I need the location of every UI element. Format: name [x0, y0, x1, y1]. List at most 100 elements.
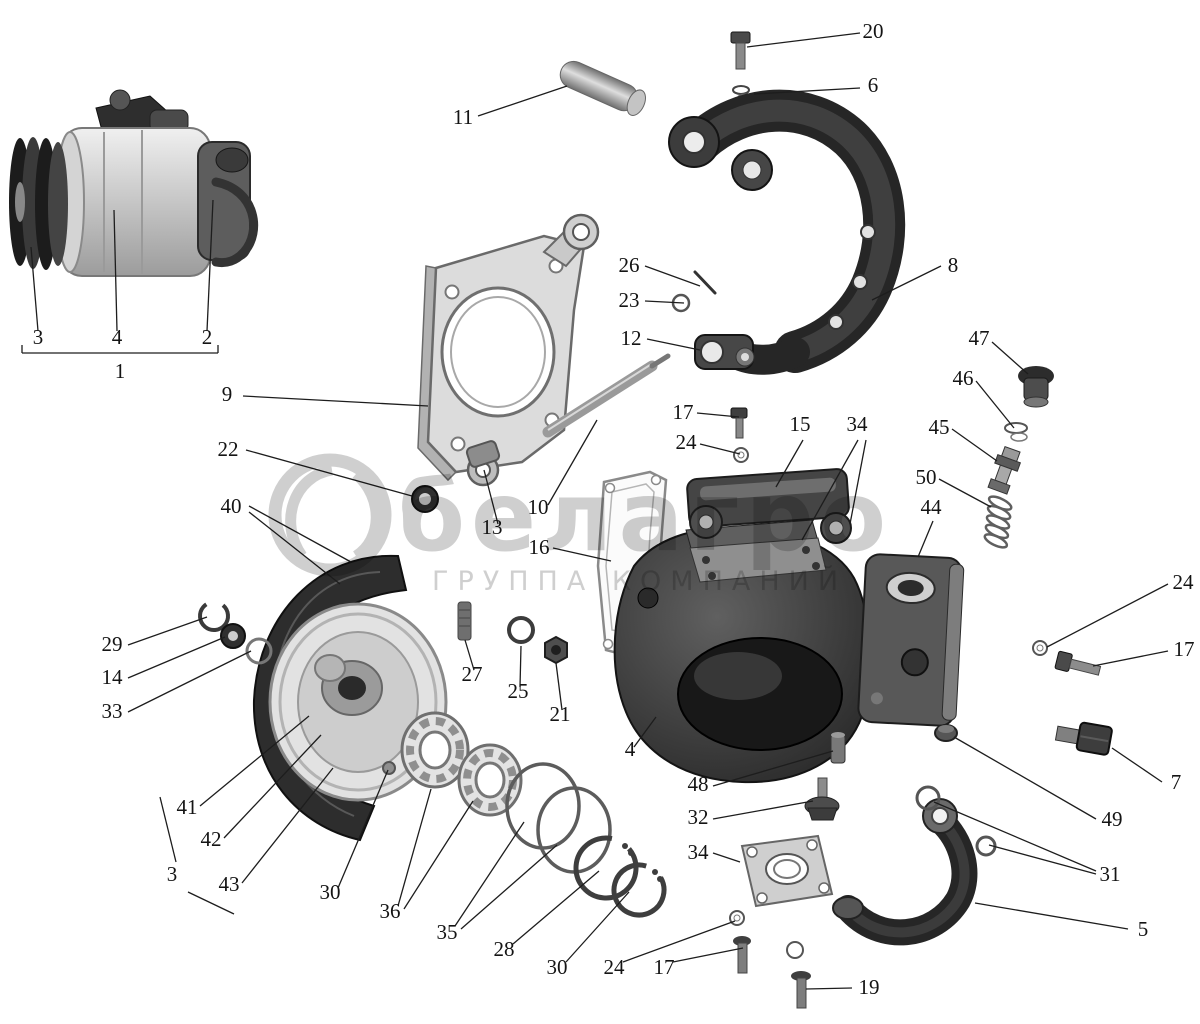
watermark-swirl-ring-icon	[268, 453, 392, 577]
bolt-19	[791, 971, 811, 1009]
callout-inset-3: 3	[33, 325, 44, 349]
callout-24-upper: 24	[676, 430, 698, 454]
assembled-unit-inset	[9, 89, 259, 277]
callout-34-top: 34	[847, 412, 869, 436]
callout-14: 14	[102, 665, 124, 689]
callout-17-upper: 17	[673, 400, 694, 424]
bolt-17-bottom	[733, 936, 751, 974]
bracket-plate-9	[417, 213, 600, 487]
collar-14	[220, 623, 246, 649]
callout-33: 33	[102, 699, 123, 723]
callout-12: 12	[621, 326, 642, 350]
callout-15: 15	[790, 412, 811, 436]
callout-40: 40	[221, 494, 242, 518]
callout-9: 9	[222, 382, 233, 406]
callout-8: 8	[948, 253, 959, 277]
sleeve-48	[830, 732, 846, 764]
callout-23: 23	[619, 288, 640, 312]
callout-20: 20	[863, 19, 884, 43]
callout-31: 31	[1100, 862, 1121, 886]
callout-27: 27	[462, 662, 483, 686]
callout-49: 49	[1102, 807, 1123, 831]
callout-32: 32	[688, 805, 709, 829]
washer-24-upper	[733, 447, 749, 463]
callout-inset-1: 1	[115, 359, 126, 383]
callout-13: 13	[482, 515, 503, 539]
callout-45: 45	[929, 415, 950, 439]
callout-41: 41	[177, 795, 198, 819]
callout-11: 11	[453, 105, 473, 129]
valve-32	[804, 777, 840, 821]
callout-6: 6	[868, 73, 879, 97]
bolt-17-right	[1054, 650, 1102, 676]
callout-50: 50	[916, 465, 937, 489]
callout-19: 19	[859, 975, 880, 999]
rod-10	[542, 353, 671, 438]
bolt-20	[730, 31, 751, 70]
callout-inset-4: 4	[112, 325, 123, 349]
callout-22: 22	[218, 437, 239, 461]
top-bracket-15	[686, 468, 852, 544]
leader-lines	[21, 32, 1169, 990]
lug-12	[694, 334, 755, 370]
callout-17-bottom: 17	[654, 955, 675, 979]
callout-43: 43	[219, 872, 240, 896]
callout-29: 29	[102, 632, 123, 656]
callout-26: 26	[619, 253, 640, 277]
callout-17-right: 17	[1174, 637, 1195, 661]
callout-36: 36	[380, 899, 401, 923]
mounting-bracket-8	[668, 89, 906, 375]
watermark-subtitle: ГРУППА КОМПАНИЙ	[432, 565, 847, 597]
washer-19-upper	[786, 941, 804, 959]
snap-ring-28	[573, 835, 639, 901]
plug-49	[934, 724, 958, 742]
callout-16: 16	[529, 535, 550, 559]
callout-labels: 3 4 2 1 20 6 11 26 23 12 8 9 47 46 45 50…	[33, 19, 1195, 999]
bearing-36-a	[400, 711, 470, 789]
washer-46	[1004, 422, 1028, 442]
snap-ring-30	[611, 862, 667, 918]
callout-28: 28	[494, 937, 515, 961]
valve-45	[987, 445, 1022, 495]
callout-inset-2: 2	[202, 325, 213, 349]
key-30	[382, 761, 396, 775]
bushing-22	[411, 485, 439, 513]
ring-25	[507, 616, 535, 644]
snap-ring-29	[198, 600, 230, 632]
roller-13	[465, 440, 501, 468]
elbow-pipe-5	[832, 798, 978, 946]
callout-30-b: 30	[547, 955, 568, 979]
washer-24-bottom	[729, 910, 745, 926]
callout-24-right: 24	[1173, 570, 1195, 594]
callout-25: 25	[508, 679, 529, 703]
callout-48: 48	[688, 772, 709, 796]
watermark: белагро ГРУППА КОМПАНИЙ	[268, 453, 892, 597]
pin-11	[559, 60, 646, 116]
callout-35: 35	[437, 920, 458, 944]
callout-3-group: 3	[167, 862, 178, 886]
callout-10: 10	[528, 495, 549, 519]
callout-44: 44	[921, 495, 943, 519]
callout-47: 47	[969, 326, 990, 350]
callout-4: 4	[625, 737, 636, 761]
flange-34-bottom	[740, 834, 834, 908]
callout-7: 7	[1171, 770, 1182, 794]
callout-46: 46	[953, 366, 974, 390]
ring-31-a	[915, 785, 941, 811]
watermark-brand: белагро	[398, 461, 892, 573]
nut-21	[544, 635, 568, 665]
bearing-36-b	[457, 743, 523, 817]
callout-21: 21	[550, 702, 571, 726]
spring-50	[983, 495, 1013, 549]
pin-26	[693, 270, 717, 295]
callout-30-a: 30	[320, 880, 341, 904]
side-plate-44	[857, 553, 965, 727]
callout-24-bottom: 24	[604, 955, 626, 979]
plug-7	[1054, 721, 1113, 756]
stud-27	[457, 601, 472, 641]
callout-42: 42	[201, 827, 222, 851]
valve-cap-47	[1018, 366, 1054, 408]
compressor-body-4	[613, 519, 872, 784]
callout-34-bottom: 34	[688, 840, 710, 864]
